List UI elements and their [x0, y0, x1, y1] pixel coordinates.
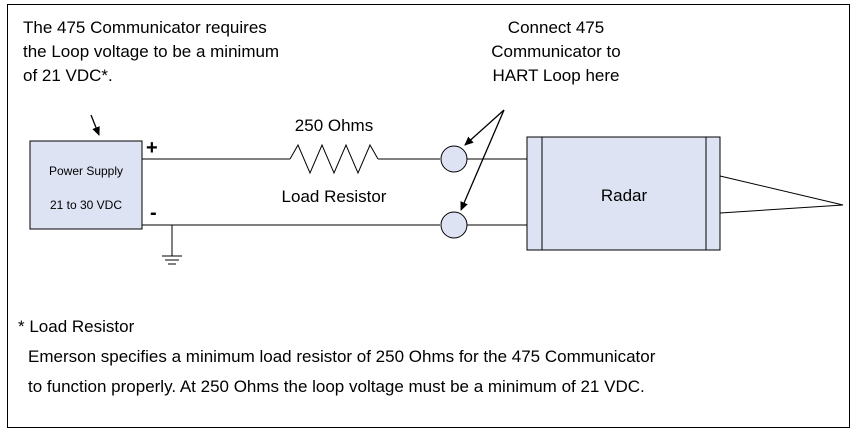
load-resistor-symbol: [289, 143, 379, 175]
note-line: of 21 VDC*.: [23, 66, 113, 85]
negative-terminal-label: -: [150, 202, 157, 224]
voltage-requirement-note: The 475 Communicator requires the Loop v…: [23, 16, 279, 88]
arrow-to-terminal-bottom: [460, 109, 505, 211]
hart-terminal-bottom: [440, 211, 468, 239]
note-line: Communicator to: [491, 42, 621, 61]
power-supply-box: [29, 140, 143, 230]
power-supply-range: 21 to 30 VDC: [49, 198, 123, 212]
note-line: The 475 Communicator requires: [23, 18, 267, 37]
radar-label: Radar: [600, 186, 648, 205]
hart-terminal-top: [440, 145, 468, 173]
radar-box: [526, 136, 721, 251]
footnote-heading: * Load Resistor: [18, 317, 135, 336]
footnote-line: to function properly. At 250 Ohms the lo…: [28, 377, 645, 396]
note-line: HART Loop here: [492, 66, 620, 85]
footnote-line: Emerson specifies a minimum load resisto…: [28, 347, 656, 366]
arrow-to-terminal-top: [464, 109, 505, 146]
power-supply-title: Power Supply: [48, 164, 124, 178]
connection-note: Connect 475 Communicator to HART Loop he…: [466, 16, 646, 88]
radar-antenna-horn: [719, 175, 844, 214]
arrow-to-power-supply: [90, 114, 100, 136]
diagram-frame: [7, 4, 850, 428]
ground-icon: [162, 225, 182, 265]
resistor-value-label: 250 Ohms: [294, 116, 374, 135]
note-line: the Loop voltage to be a minimum: [23, 42, 280, 61]
positive-terminal-label: +: [146, 137, 158, 159]
resistor-name-label: Load Resistor: [281, 187, 387, 206]
note-line: Connect 475: [507, 18, 605, 37]
